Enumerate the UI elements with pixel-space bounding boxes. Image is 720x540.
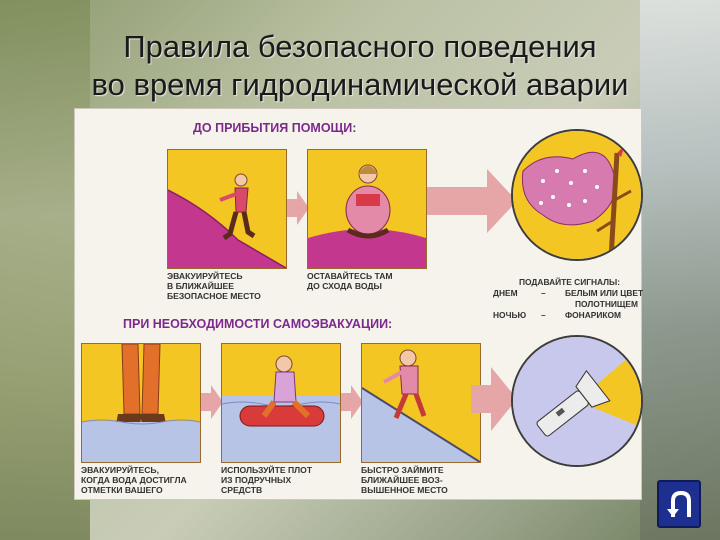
water-level-illustration bbox=[82, 344, 200, 462]
background-water-right bbox=[640, 0, 720, 540]
title-line-1: Правила безопасного поведения bbox=[123, 29, 597, 64]
panel-evacuate-water-level bbox=[81, 343, 201, 463]
stay-put-illustration bbox=[308, 150, 426, 268]
signals-day-value: БЕЛЫМ ИЛИ ЦВЕТ bbox=[565, 288, 644, 298]
arrow-right-icon-3 bbox=[341, 385, 363, 419]
signals-day-label: ДНЕМ bbox=[493, 288, 518, 298]
high-ground-illustration bbox=[362, 344, 480, 462]
signals-day-dash: – bbox=[541, 288, 546, 298]
panel-use-raft bbox=[221, 343, 341, 463]
section-label-before-help: ДО ПРИБЫТИЯ ПОМОЩИ: bbox=[193, 121, 357, 135]
signal-cloth-illustration bbox=[513, 131, 641, 259]
slide-title: Правила безопасного поведения во время г… bbox=[0, 28, 720, 104]
return-button[interactable] bbox=[657, 480, 701, 528]
signals-night-value: ФОНАРИКОМ bbox=[565, 310, 621, 320]
panel-evacuate-hill bbox=[167, 149, 287, 269]
signals-header: ПОДАВАЙТЕ СИГНАЛЫ: bbox=[519, 277, 621, 287]
flashlight-icon bbox=[513, 337, 641, 465]
arrow-right-icon-2 bbox=[201, 385, 223, 419]
arrow-right-large-icon bbox=[427, 169, 517, 233]
panel-stay-put bbox=[307, 149, 427, 269]
section-label-self-evacuation: ПРИ НЕОБХОДИМОСТИ САМОЭВАКУАЦИИ: bbox=[123, 317, 393, 331]
signal-day-circle bbox=[511, 129, 643, 261]
arrow-right-icon bbox=[287, 191, 309, 225]
signals-night-dash: – bbox=[541, 310, 546, 320]
evacuate-hill-illustration bbox=[168, 150, 286, 268]
return-arrow-icon bbox=[667, 490, 691, 517]
raft-illustration bbox=[222, 344, 340, 462]
arrow-right-large-icon-2 bbox=[471, 367, 517, 431]
signals-night-label: НОЧЬЮ bbox=[493, 310, 527, 320]
signal-night-circle bbox=[511, 335, 643, 467]
panel-high-ground bbox=[361, 343, 481, 463]
signals-day-value-2: ПОЛОТНИЩЕМ bbox=[575, 299, 638, 309]
title-line-2: во время гидродинамической аварии bbox=[91, 67, 629, 102]
